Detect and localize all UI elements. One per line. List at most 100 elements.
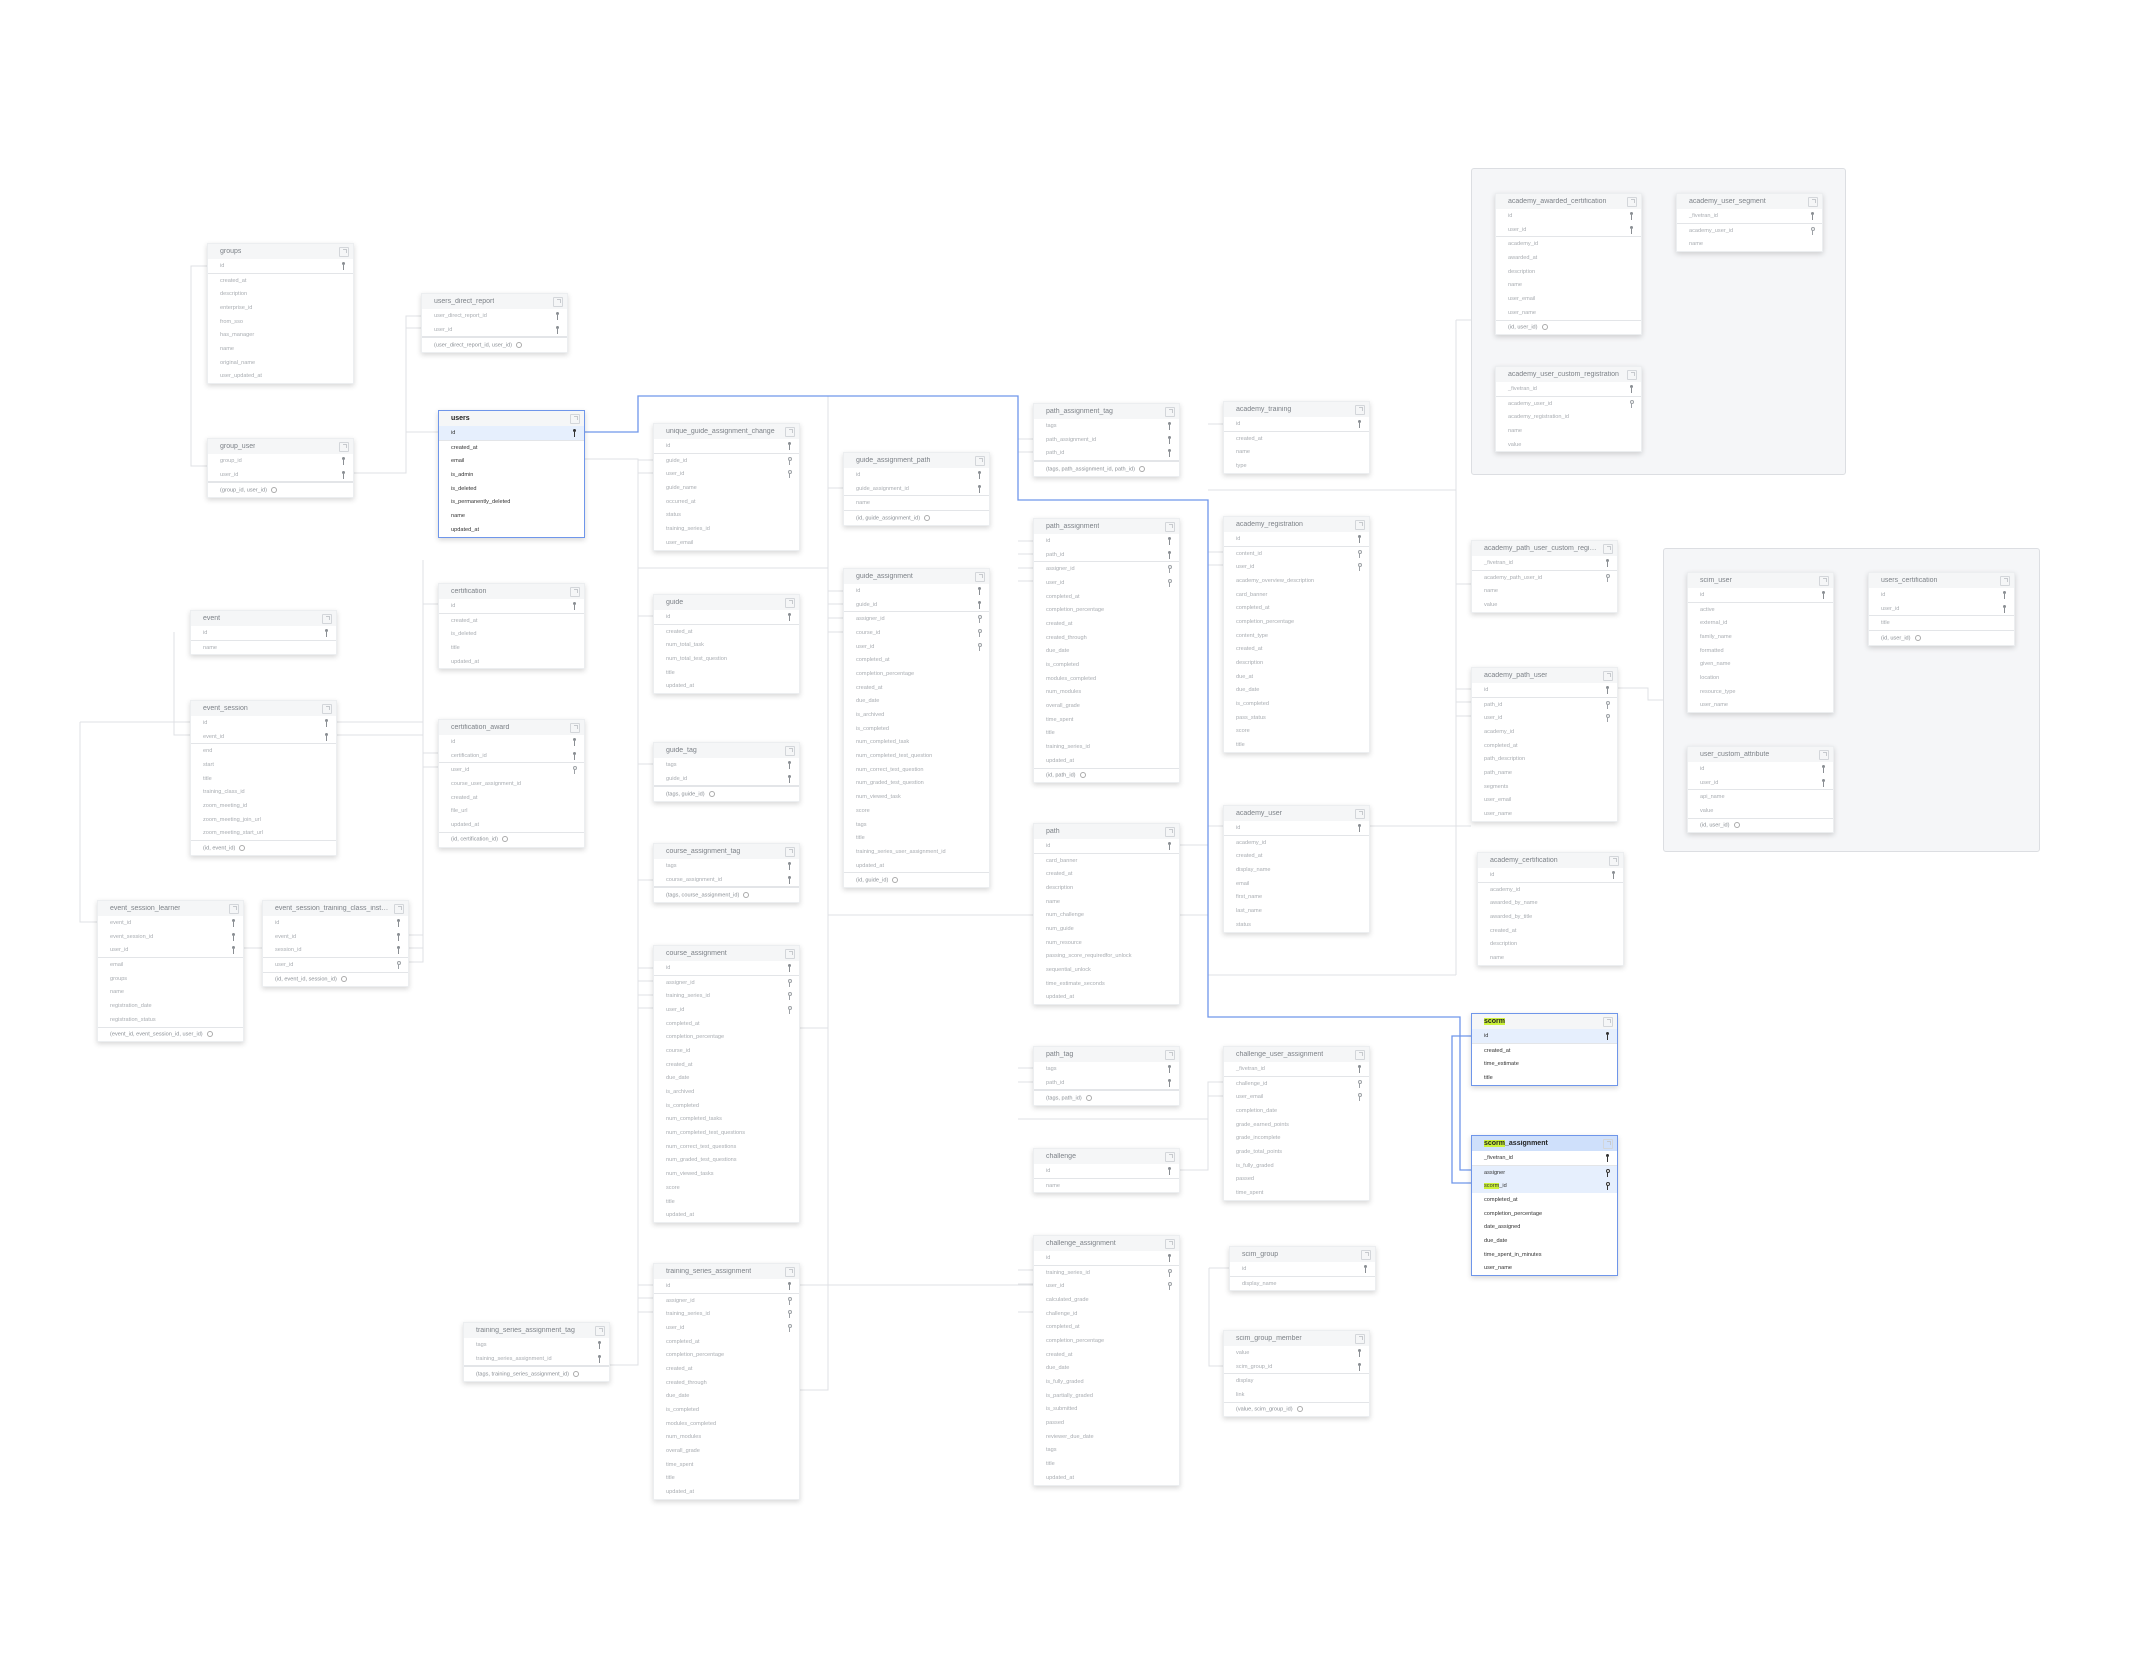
- column-row[interactable]: title: [1224, 738, 1369, 752]
- column-row[interactable]: title: [439, 641, 584, 655]
- table-header[interactable]: event: [191, 611, 336, 626]
- open-table-icon[interactable]: [1603, 670, 1613, 681]
- table-header[interactable]: path_assignment_tag: [1034, 404, 1179, 419]
- column-row[interactable]: created_at: [1224, 432, 1369, 446]
- column-row[interactable]: is_deleted: [439, 627, 584, 641]
- column-row[interactable]: path_id: [1034, 446, 1179, 460]
- column-row[interactable]: title: [1034, 727, 1179, 741]
- column-row[interactable]: created_at: [1224, 643, 1369, 657]
- table-header[interactable]: challenge_user_assignment: [1224, 1047, 1369, 1062]
- open-table-icon[interactable]: [1355, 1333, 1365, 1344]
- column-row[interactable]: description: [1496, 265, 1641, 279]
- column-row[interactable]: date_assigned: [1472, 1220, 1617, 1234]
- table-header[interactable]: training_series_assignment: [654, 1264, 799, 1279]
- column-row[interactable]: id: [1478, 868, 1623, 882]
- column-row[interactable]: updated_at: [1034, 754, 1179, 768]
- open-table-icon[interactable]: [570, 722, 580, 733]
- column-row[interactable]: segments: [1472, 780, 1617, 794]
- open-table-icon[interactable]: [1627, 369, 1637, 380]
- column-row[interactable]: num_guide: [1034, 922, 1179, 936]
- column-row[interactable]: is_completed: [1034, 658, 1179, 672]
- column-row[interactable]: id: [1869, 588, 2014, 602]
- column-row[interactable]: is_deleted: [439, 482, 584, 496]
- open-table-icon[interactable]: [1355, 519, 1365, 530]
- column-row[interactable]: id: [1472, 1029, 1617, 1043]
- open-table-icon[interactable]: [595, 1325, 605, 1336]
- column-row[interactable]: title: [654, 1472, 799, 1486]
- column-row[interactable]: num_correct_test_questions: [654, 1140, 799, 1154]
- column-row[interactable]: value: [1688, 804, 1833, 818]
- column-row[interactable]: name: [1034, 895, 1179, 909]
- column-row[interactable]: _fivetran_id: [1472, 1151, 1617, 1165]
- column-row[interactable]: id: [654, 1279, 799, 1293]
- column-row[interactable]: id: [1224, 821, 1369, 835]
- column-row[interactable]: is_partially_graded: [1034, 1389, 1179, 1403]
- column-row[interactable]: updated_at: [439, 523, 584, 537]
- table-header[interactable]: academy_user_custom_registration: [1496, 367, 1641, 382]
- column-row[interactable]: value: [1224, 1346, 1369, 1360]
- column-row[interactable]: passing_score_requiredfor_unlock: [1034, 950, 1179, 964]
- column-row[interactable]: completed_at: [654, 1335, 799, 1349]
- column-row[interactable]: due_date: [844, 695, 989, 709]
- column-row[interactable]: display_name: [1230, 1277, 1375, 1291]
- column-row[interactable]: description: [1034, 881, 1179, 895]
- column-row[interactable]: num_modules: [1034, 686, 1179, 700]
- open-table-icon[interactable]: [1355, 404, 1365, 415]
- column-row[interactable]: _fivetran_id: [1472, 556, 1617, 570]
- open-table-icon[interactable]: [785, 745, 795, 756]
- column-row[interactable]: description: [1224, 656, 1369, 670]
- column-row[interactable]: created_at: [654, 1362, 799, 1376]
- column-row[interactable]: user_id: [654, 1003, 799, 1017]
- column-row[interactable]: last_name: [1224, 904, 1369, 918]
- column-row[interactable]: title: [844, 831, 989, 845]
- column-row[interactable]: path_assignment_id: [1034, 433, 1179, 447]
- column-row[interactable]: awarded_at: [1496, 251, 1641, 265]
- open-table-icon[interactable]: [339, 441, 349, 452]
- column-row[interactable]: id: [654, 439, 799, 453]
- column-row[interactable]: certification_id: [439, 749, 584, 763]
- column-row[interactable]: due_date: [1034, 1362, 1179, 1376]
- column-row[interactable]: num_graded_test_question: [844, 777, 989, 791]
- column-row[interactable]: academy_id: [1472, 725, 1617, 739]
- column-row[interactable]: user_email: [1224, 1090, 1369, 1104]
- column-row[interactable]: name: [98, 985, 243, 999]
- column-row[interactable]: name: [208, 342, 353, 356]
- column-row[interactable]: start: [191, 758, 336, 772]
- column-row[interactable]: passed: [1224, 1173, 1369, 1187]
- table-header[interactable]: guide_assignment: [844, 569, 989, 584]
- open-table-icon[interactable]: [1165, 1049, 1175, 1060]
- column-row[interactable]: name: [1496, 424, 1641, 438]
- column-row[interactable]: time_estimate: [1472, 1057, 1617, 1071]
- column-row[interactable]: event_id: [263, 930, 408, 944]
- column-row[interactable]: grade_incomplete: [1224, 1131, 1369, 1145]
- column-row[interactable]: user_updated_at: [208, 370, 353, 384]
- column-row[interactable]: academy_user_id: [1496, 397, 1641, 411]
- column-row[interactable]: pass_status: [1224, 711, 1369, 725]
- column-row[interactable]: score: [654, 1181, 799, 1195]
- column-row[interactable]: description: [1478, 937, 1623, 951]
- column-row[interactable]: tags: [1034, 419, 1179, 433]
- table-header[interactable]: path: [1034, 824, 1179, 839]
- column-row[interactable]: content_type: [1224, 629, 1369, 643]
- column-row[interactable]: name: [1478, 951, 1623, 965]
- column-row[interactable]: due_date: [1224, 684, 1369, 698]
- column-row[interactable]: id: [1034, 534, 1179, 548]
- column-row[interactable]: num_correct_test_question: [844, 763, 989, 777]
- column-row[interactable]: zoom_meeting_join_url: [191, 813, 336, 827]
- open-table-icon[interactable]: [975, 455, 985, 466]
- column-row[interactable]: is_permanently_deleted: [439, 495, 584, 509]
- column-row[interactable]: value: [1496, 438, 1641, 452]
- table-header[interactable]: groups: [208, 244, 353, 259]
- column-row[interactable]: id: [263, 916, 408, 930]
- column-row[interactable]: tags: [654, 758, 799, 772]
- column-row[interactable]: tags: [844, 818, 989, 832]
